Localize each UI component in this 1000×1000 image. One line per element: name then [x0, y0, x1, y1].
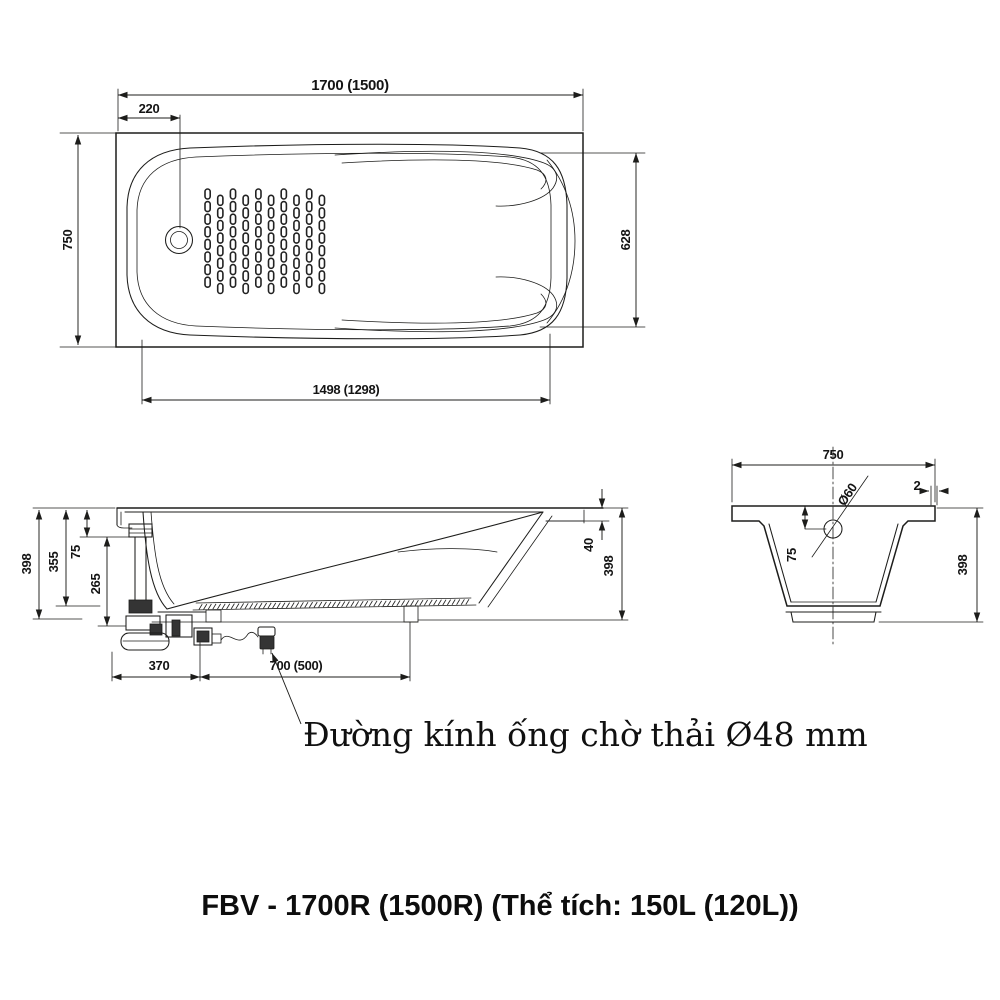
backrest-curve-bottom	[334, 276, 558, 333]
side-left-wall-inner	[150, 511, 175, 605]
dim-label-pipe-span: 700 (500)	[270, 658, 323, 673]
end-base-ring	[790, 611, 877, 623]
flexible-hose	[220, 631, 259, 641]
end-view: 750 2 Ø60 75 398	[731, 446, 984, 647]
dim-label-height-right: 398	[601, 556, 616, 577]
floor-strip-bottom	[192, 604, 477, 611]
overflow-standpipe	[128, 523, 153, 614]
top-view: 1700 (1500) 220 750 628 1498 (1298)	[59, 77, 646, 405]
side-view-extension-lines	[32, 507, 629, 682]
dim-label-trap-span: 370	[149, 658, 170, 673]
dim-label-end-height: 398	[955, 555, 970, 576]
drain-pipe-callout: Đường kính ống chờ thải Ø48 mm	[303, 715, 868, 754]
tub-outer-rim	[115, 132, 584, 348]
callout-leader	[271, 652, 302, 725]
end-view-dimension-lines	[732, 461, 981, 622]
side-waterline-curve	[397, 548, 498, 553]
side-view-dimension-lines	[35, 489, 626, 681]
dim-label-height-left: 398	[19, 554, 34, 575]
dim-label-rim-edge: 2	[914, 478, 921, 493]
backrest-curve-bottom-inner	[341, 293, 547, 324]
floor-strip-top	[195, 597, 472, 604]
end-view-extension-lines	[731, 458, 984, 623]
side-view: 398 355 75 265 370 700 (500) 40 398	[19, 489, 629, 725]
dim-label-end-overflow-depth: 75	[784, 548, 799, 562]
tub-second-contour	[136, 152, 552, 331]
floor-texture-hatch	[198, 598, 470, 610]
dim-label-width-overall: 750	[60, 230, 75, 251]
antislip-pattern	[204, 188, 326, 295]
dim-label-inner-length: 1498 (1298)	[313, 382, 380, 397]
model-caption: FBV - 1700R (1500R) (Thể tích: 150L (120…	[201, 890, 798, 922]
drain-trap-assembly	[120, 614, 222, 651]
dim-label-rim-lip: 40	[581, 538, 596, 552]
overflow-leader	[811, 475, 869, 558]
tub-leg-right	[403, 605, 419, 623]
tub-inner-contour	[126, 143, 568, 340]
dim-label-drain-offset: 220	[139, 101, 160, 116]
top-view-extension-lines	[59, 88, 646, 405]
dim-label-overflow-hole: Ø60	[834, 480, 860, 508]
end-outline	[731, 505, 936, 607]
dim-label-inner-height: 355	[46, 552, 61, 573]
backrest-curve-top	[334, 150, 558, 207]
top-view-dimension-lines	[74, 91, 640, 404]
headrest-bulge	[546, 159, 576, 324]
dim-label-inner-width: 628	[618, 230, 633, 251]
drain-hole-inner	[170, 231, 188, 249]
side-sweep-curve	[166, 511, 544, 610]
dim-label-end-width: 750	[823, 447, 844, 462]
side-left-wall-outer	[142, 511, 168, 610]
tub-leg-left	[205, 609, 222, 623]
dim-label-drain-drop: 265	[88, 574, 103, 595]
waiting-drain-pipe	[257, 626, 276, 655]
drain-hole-outer	[164, 225, 194, 255]
dim-label-length-overall: 1700 (1500)	[311, 77, 389, 94]
dim-label-overflow-depth: 75	[68, 545, 83, 559]
backrest-curve-top-inner	[341, 159, 547, 190]
